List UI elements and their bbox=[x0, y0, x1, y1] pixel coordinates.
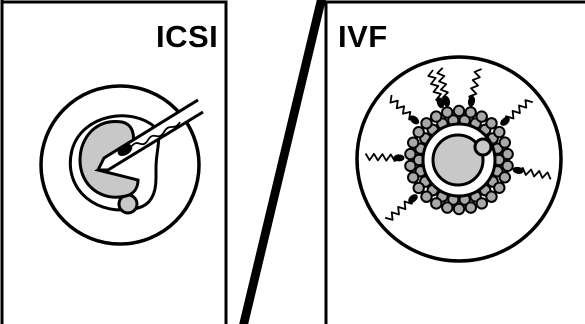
cumulus-cell bbox=[475, 197, 488, 210]
cumulus-cell bbox=[407, 171, 420, 184]
icsi-sperm-head bbox=[117, 144, 133, 156]
sperm-head bbox=[409, 115, 420, 125]
ivf-panel-frame bbox=[324, 0, 585, 324]
cumulus-cell bbox=[404, 147, 417, 161]
sperm-head bbox=[467, 95, 476, 107]
ivf-polar-body bbox=[473, 137, 493, 157]
cumulus-cell bbox=[485, 190, 498, 203]
icsi-panel bbox=[0, 0, 228, 324]
sperm-head bbox=[512, 166, 524, 174]
cumulus-cell bbox=[441, 106, 454, 119]
sperm-head bbox=[500, 116, 510, 126]
ivf-label: IVF bbox=[338, 19, 388, 54]
ivf-sperm-group bbox=[364, 67, 552, 221]
sperm-tail bbox=[427, 69, 442, 104]
icsi-sperm-tail bbox=[131, 121, 181, 147]
cumulus-cell bbox=[412, 181, 425, 195]
cumulus-cell bbox=[452, 202, 466, 216]
sperm-tail bbox=[504, 99, 534, 122]
sperm-head bbox=[408, 194, 418, 204]
sperm-tail bbox=[468, 68, 482, 102]
sperm-tail bbox=[436, 67, 449, 102]
cumulus-cell bbox=[420, 117, 433, 130]
cumulus-cell bbox=[464, 201, 477, 214]
cumulus-cell bbox=[441, 201, 454, 214]
cumulus-cell bbox=[430, 197, 443, 210]
cumulus-cell bbox=[501, 159, 514, 173]
cumulus-cell bbox=[493, 125, 506, 139]
cumulus-cell bbox=[485, 117, 498, 130]
cumulus-cell bbox=[412, 126, 425, 139]
divider-slash bbox=[239, 0, 326, 324]
cumulus-cell bbox=[420, 190, 433, 203]
cumulus-cell bbox=[501, 147, 514, 161]
sperm-head bbox=[393, 154, 405, 162]
cumulus-cell bbox=[493, 181, 506, 195]
sperm-head bbox=[436, 97, 445, 109]
ivf-panel bbox=[324, 0, 585, 324]
ivf-egg bbox=[431, 133, 485, 187]
cumulus-cell bbox=[498, 136, 511, 149]
cumulus-cell bbox=[464, 106, 477, 119]
icsi-pipette-inner-line bbox=[117, 103, 191, 151]
sperm-tail bbox=[384, 198, 414, 221]
icsi-panel-frame bbox=[0, 0, 228, 324]
icsi-label: ICSI bbox=[156, 19, 219, 54]
cumulus-cell bbox=[404, 159, 417, 173]
cumulus-cell bbox=[498, 171, 511, 184]
cumulus-cell bbox=[475, 110, 488, 123]
cumulus-cell bbox=[452, 104, 466, 118]
sperm-tail bbox=[364, 152, 400, 162]
sperm-tail bbox=[517, 167, 552, 180]
cumulus-cell bbox=[407, 136, 420, 149]
cumulus-cell bbox=[430, 110, 443, 123]
ivf-cumulus-cells bbox=[404, 104, 514, 216]
sperm-head bbox=[442, 95, 451, 107]
sperm-tail bbox=[389, 94, 415, 121]
